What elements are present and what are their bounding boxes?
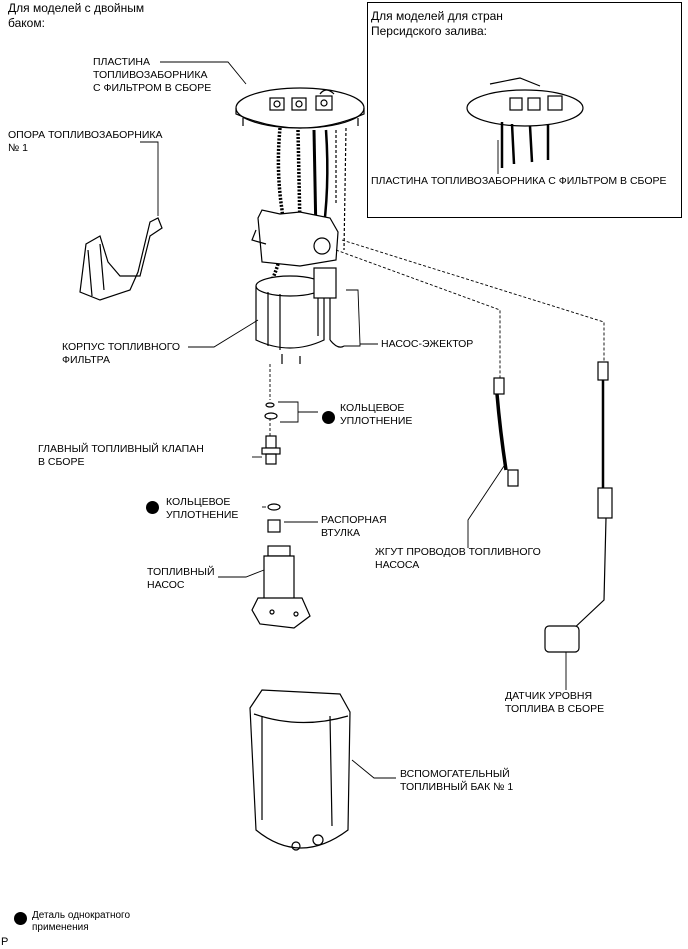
label-fuel-pump: ТОПЛИВНЫЙ НАСОС: [147, 566, 215, 591]
wire-harness: [493, 377, 519, 487]
label-oring-2: КОЛЬЦЕВОЕ УПЛОТНЕНИЕ: [166, 496, 239, 521]
suction-support-no1: [79, 217, 163, 301]
label-sender: ДАТЧИК УРОВНЯ ТОПЛИВА В СБОРЕ: [505, 690, 605, 715]
label-jet-pump: НАСОС-ЭЖЕКТОР: [381, 338, 474, 350]
fuel-filter-case: [251, 209, 345, 364]
label-support: ОПОРА ТОПЛИВОЗАБОРНИКА № 1: [8, 129, 163, 154]
label-oring-1: КОЛЬЦЕВОЕ УПЛОТНЕНИЕ: [340, 402, 413, 427]
suction-plate-gulf: [466, 77, 584, 168]
legend-marker-icon: [14, 912, 27, 925]
label-sub-tank: ВСПОМОГАТЕЛЬНЫЙ ТОПЛИВНЫЙ БАК № 1: [400, 768, 514, 793]
single-use-marker-icon: [322, 411, 335, 424]
gulf-models-inset: Для моделей для стран Персидского залива…: [367, 2, 682, 218]
suction-plate-main: [235, 87, 365, 129]
fuel-pump-body: [251, 545, 311, 629]
leader-lines: [140, 61, 567, 779]
label-harness: ЖГУТ ПРОВОДОВ ТОПЛИВНОГО НАСОСА: [375, 546, 541, 571]
fuel-level-sender: [544, 361, 613, 653]
label-main-valve: ГЛАВНЫЙ ТОПЛИВНЫЙ КЛАПАН В СБОРЕ: [38, 443, 204, 468]
label-plate-gulf: ПЛАСТИНА ТОПЛИВОЗАБОРНИКА С ФИЛЬТРОМ В С…: [371, 175, 667, 187]
label-filter-case: КОРПУС ТОПЛИВНОГО ФИЛЬТРА: [62, 341, 180, 366]
label-spacer: РАСПОРНАЯ ВТУЛКА: [321, 514, 387, 539]
assembly-lines: [269, 239, 605, 436]
header-gulf: Для моделей для стран Персидского залива…: [371, 9, 503, 38]
header-dual-tank: Для моделей с двойным баком:: [8, 1, 145, 30]
legend-text: Деталь однократного применения: [32, 910, 131, 933]
footer-code: P: [1, 936, 9, 948]
main-valve-parts: [261, 402, 281, 533]
label-plate-main: ПЛАСТИНА ТОПЛИВОЗАБОРНИКА С ФИЛЬТРОМ В С…: [93, 56, 212, 94]
sub-tank-no1: [249, 689, 351, 851]
single-use-marker-icon: [146, 501, 159, 514]
